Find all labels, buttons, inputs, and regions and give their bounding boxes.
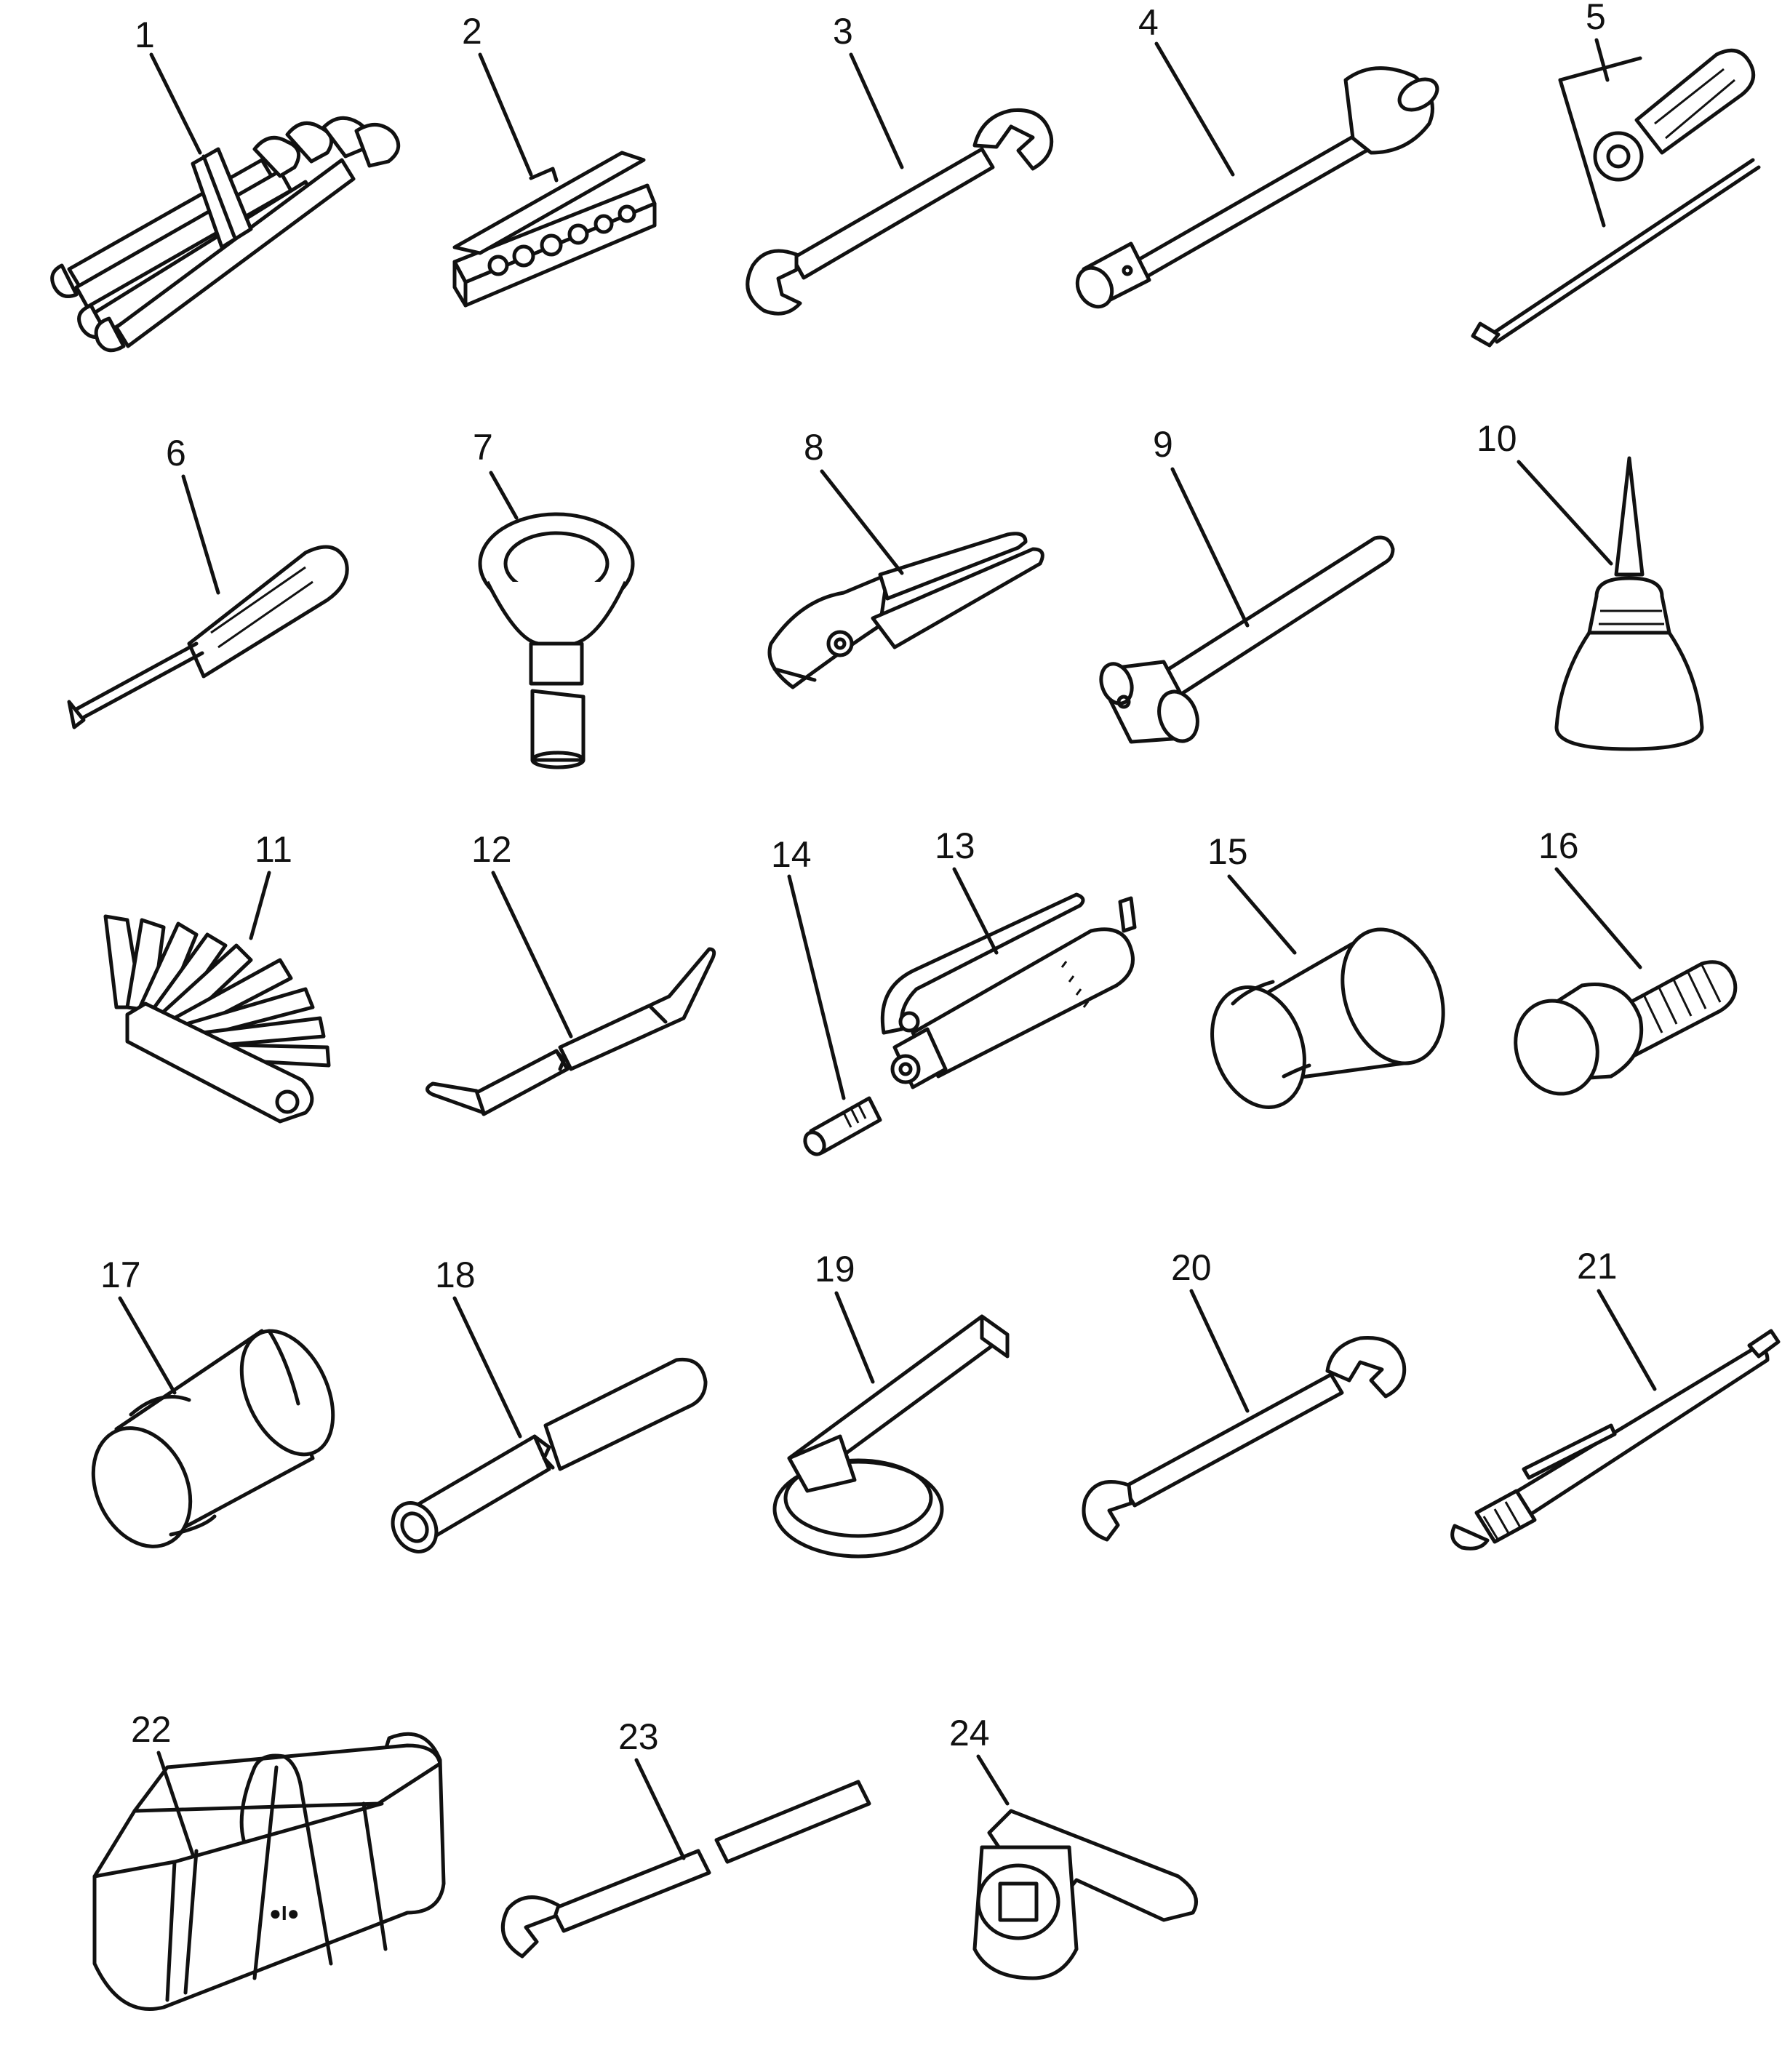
item-label-23: 23 [618,1716,659,1757]
combination-wrench-set-icon: 1 [50,15,401,353]
screwdriver-handle-and-bit-icon: 5 [1471,0,1761,348]
item-label-16: 16 [1538,825,1579,866]
item-label-1: 1 [135,15,155,55]
item-label-13: 13 [935,825,975,866]
item-label-22: 22 [131,1709,172,1750]
item-label-12: 12 [471,829,512,870]
cylinder-cartridge-icon: 15 [1207,831,1445,1109]
item-label-9: 9 [1153,424,1173,465]
item-label-3: 3 [833,11,853,52]
open-wrench-icon: 20 [1082,1247,1407,1542]
item-label-10: 10 [1477,418,1517,459]
feeler-gauge-icon: 11 [103,829,331,1124]
item-label-20: 20 [1171,1247,1212,1288]
scraper-bar-icon: 12 [425,829,716,1116]
screwdriver-icon: 6 [67,433,349,729]
funnel-icon: 7 [473,427,635,769]
bag-logo: ●I● [269,1902,300,1924]
box-wrench-icon: 4 [1075,2,1439,309]
nozzle-icon: 14 [771,834,882,1156]
item-label-7: 7 [473,427,493,468]
plug-cylinder-icon: 17 [91,1255,335,1548]
item-label-14: 14 [771,834,812,875]
item-label-24: 24 [949,1713,990,1753]
t-handle-socket-icon: 24 [949,1713,1198,1980]
item-label-6: 6 [166,433,186,473]
item-label-4: 4 [1138,2,1159,43]
item-label-18: 18 [435,1255,476,1295]
tool-bag-icon: ●I● 22 [92,1709,446,2011]
item-label-2: 2 [462,11,482,52]
double-open-wrench-icon: 3 [746,11,1054,316]
tester-pen-icon: 21 [1450,1246,1781,1551]
item-label-21: 21 [1577,1246,1618,1287]
long-spanner-icon: 23 [500,1716,871,1959]
item-label-5: 5 [1586,0,1606,37]
pipe-bar-icon: 18 [391,1255,708,1553]
item-label-15: 15 [1207,831,1248,872]
hammer-icon: 9 [1099,424,1395,744]
item-label-8: 8 [804,427,824,468]
grease-gun-icon: 13 [880,825,1137,1089]
item-label-19: 19 [815,1249,855,1289]
socket-set-case-icon: 2 [452,11,657,308]
bolt-icon: 16 [1514,825,1738,1096]
oil-can-icon: 10 [1477,418,1704,751]
filter-strap-wrench-icon: 19 [772,1249,1010,1559]
item-label-17: 17 [100,1255,141,1295]
pliers-icon: 8 [767,427,1044,689]
item-label-11: 11 [255,829,292,870]
